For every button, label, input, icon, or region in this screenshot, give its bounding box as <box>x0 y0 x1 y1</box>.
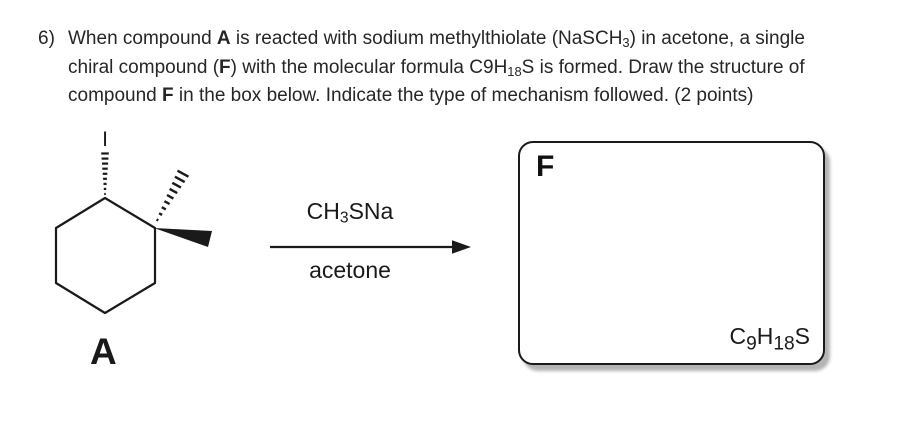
answer-box-label-F: F <box>536 150 555 183</box>
reagent-label: CH3SNa <box>306 198 394 227</box>
iodo-hashed-bond <box>101 152 109 196</box>
methyl-solid-wedge <box>154 228 212 247</box>
arrowhead <box>452 240 471 254</box>
reaction-arrow <box>270 240 471 254</box>
methyl-hashed-wedge <box>155 169 190 222</box>
iodine-atom-label: I <box>102 128 108 151</box>
question-line-2: chiral compound (F) with the molecular f… <box>68 56 805 79</box>
question-lines: When compound A is reacted with sodium m… <box>68 25 878 111</box>
question-block: 6) When compound A is reacted with sodiu… <box>38 25 878 111</box>
solvent-label: acetone <box>309 257 391 283</box>
cyclohexane-ring <box>54 196 157 315</box>
question-number: 6) <box>38 28 55 49</box>
question-line-1: When compound A is reacted with sodium m… <box>68 28 805 50</box>
reactant-label-A: A <box>90 331 117 372</box>
answer-box[interactable]: F C9H18S <box>518 141 825 365</box>
product-formula: C9H18S <box>729 323 810 355</box>
question-line-3: compound F in the box below. Indicate th… <box>68 85 754 106</box>
